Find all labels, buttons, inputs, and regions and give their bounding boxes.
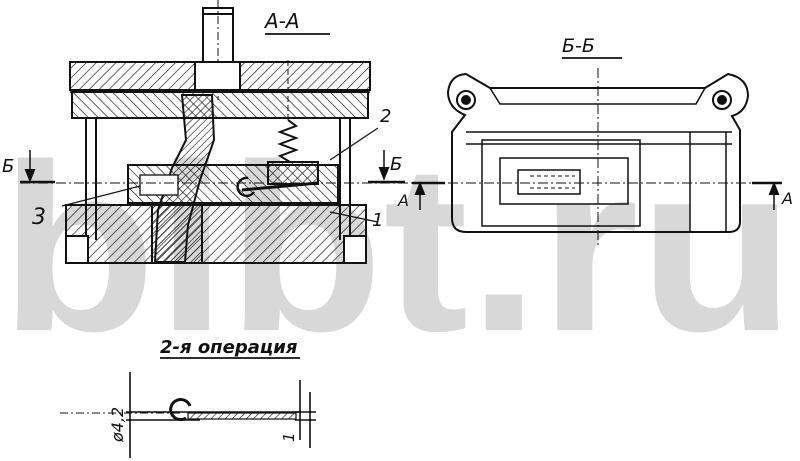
part-number-1: 1 [372,210,383,231]
section-mark-b-left: Б [2,156,14,177]
section-mark-b-right: Б [390,154,402,175]
workpiece-curl [236,176,255,198]
curl-eye [169,398,192,422]
operation-caption: 2-я операция [160,337,298,358]
die-body-outline [446,72,750,233]
thickness-dimension: 1 [280,432,298,442]
bent-part-sketch [60,372,316,458]
section-bb-title: Б-Б [562,35,595,57]
punch-slot [517,169,581,195]
section-bb-view [412,68,782,245]
punch-holder-plate [71,91,369,119]
section-mark-a-right: А [781,189,793,208]
part-number-3: 3 [32,205,46,230]
ear-hole-right [712,90,732,110]
section-mark-a-left: А [397,191,409,210]
die-insert-outline [481,139,641,227]
base-plate [65,204,367,264]
ear-hole-left [456,90,476,110]
part-number-2: 2 [380,106,391,127]
section-aa-view [20,0,420,264]
spring [277,119,299,163]
diameter-dimension: ø4,2 [108,407,127,443]
section-aa-title: А-А [263,9,300,33]
